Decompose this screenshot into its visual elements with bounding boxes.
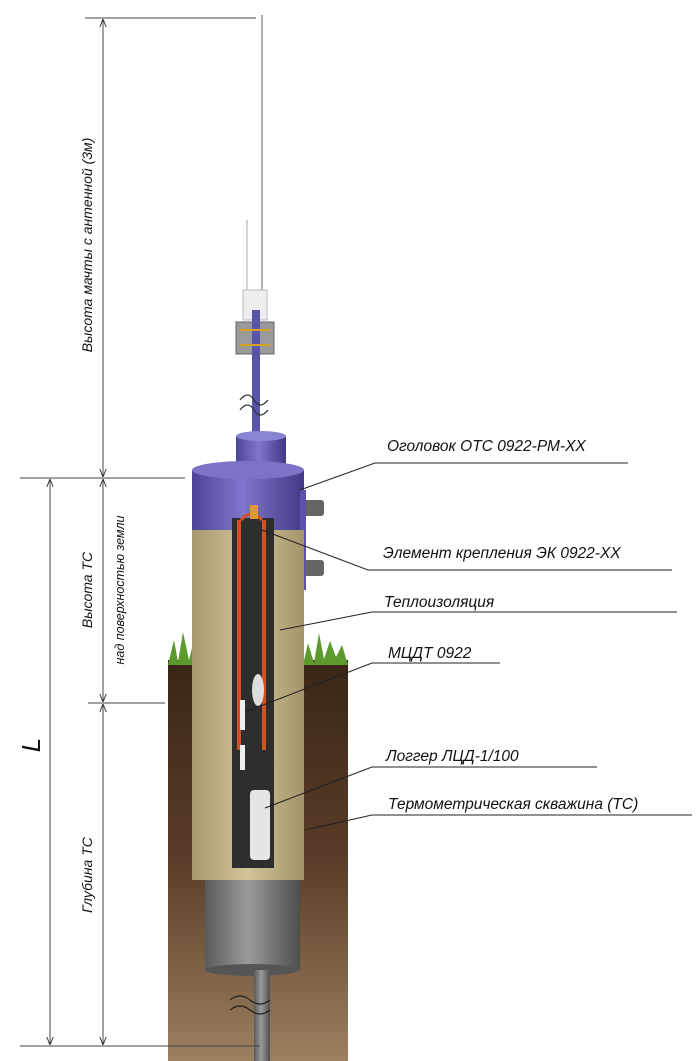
dim-tc-depth: Глубина ТС (79, 836, 95, 913)
mast-antenna (235, 15, 275, 440)
callout-logger: Логгер ЛЦД-1/100 (385, 748, 519, 765)
callout-insulation: Теплоизоляция (384, 594, 494, 611)
dim-mast-height: Высота мачты с антенной (3м) (79, 138, 95, 353)
callout-sensor-chain: МЦДТ 0922 (388, 645, 472, 662)
callout-mount-element: Элемент крепления ЭК 0922-ХХ (383, 545, 621, 562)
casing-pipe (205, 880, 300, 1061)
callout-borehole: Термометрическая скважина (ТС) (388, 796, 638, 813)
callout-head: Оголовок ОТС 0922-РМ-ХХ (387, 438, 586, 455)
callout-leaders (244, 462, 692, 831)
insulation-body (192, 505, 304, 880)
dim-tc-height-sub: над поверхностью земли (113, 515, 127, 664)
dim-total-length: L (16, 738, 46, 752)
dim-tc-height: Высота ТС (79, 551, 95, 628)
dimension-lines (20, 17, 260, 1047)
